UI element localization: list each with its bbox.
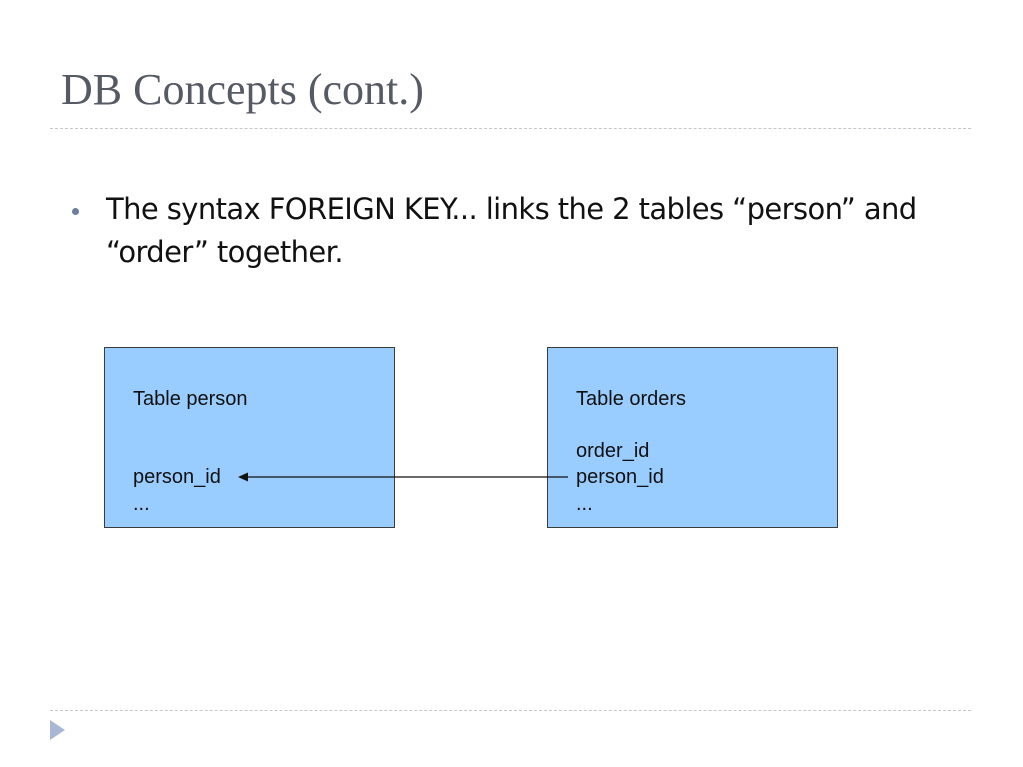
orders-field-more: ...	[576, 493, 593, 515]
slide-title: DB Concepts (cont.)	[61, 65, 424, 114]
orders-table-title: Table orders	[576, 388, 687, 410]
bullet-dot-icon	[72, 208, 79, 215]
title-divider	[50, 128, 971, 129]
orders-table-box: Table orders order_id person_id ...	[547, 347, 838, 528]
person-field-more: ...	[133, 493, 150, 515]
triangle-right-icon[interactable]	[50, 720, 65, 740]
person-field-person-id: person_id	[133, 466, 221, 488]
orders-field-order-id: order_id	[576, 440, 650, 462]
person-table-title: Table person	[133, 388, 248, 410]
footer-divider	[50, 710, 971, 711]
person-table-box: Table person person_id ...	[104, 347, 395, 528]
orders-field-person-id: person_id	[576, 466, 664, 488]
bullet-text: The syntax FOREIGN KEY... links the 2 ta…	[106, 192, 917, 269]
